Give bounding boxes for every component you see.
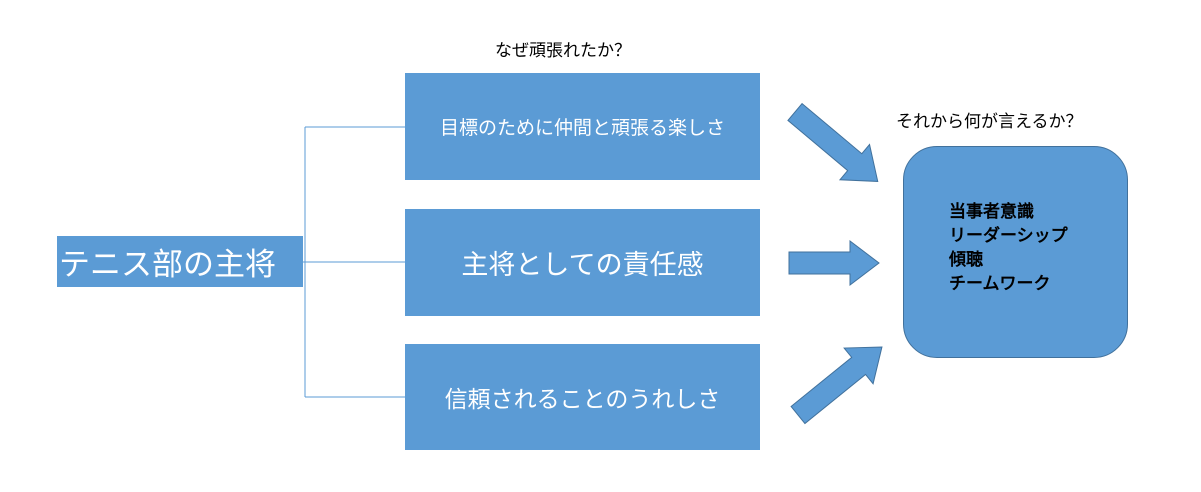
reason-node-label: 主将としての責任感: [461, 250, 704, 281]
result-item: リーダーシップ: [949, 226, 1068, 246]
result-item: 当事者意識: [949, 202, 1034, 222]
reason-node-2: 主将としての責任感: [405, 209, 760, 316]
result-node: 当事者意識 リーダーシップ 傾聴 チームワーク: [903, 146, 1128, 358]
result-item: チームワーク: [949, 274, 1051, 294]
reason-node-1: 目標のために仲間と頑張る楽しさ: [405, 73, 760, 180]
reason-node-label: 目標のために仲間と頑張る楽しさ: [439, 117, 725, 139]
question-what-label: それから何が言えるか？: [896, 112, 1083, 132]
result-item: 傾聴: [949, 250, 983, 270]
root-node: テニス部の主将: [57, 236, 303, 287]
reason-node-label: 信頼されることのうれしさ: [444, 387, 721, 413]
reason-node-3: 信頼されることのうれしさ: [405, 344, 760, 450]
root-node-label: テニス部の主将: [59, 247, 276, 283]
result-list: 当事者意識 リーダーシップ 傾聴 チームワーク: [949, 200, 1068, 296]
question-why-label: なぜ頑張れたか？: [495, 41, 631, 61]
arrow-right-middle: [788, 239, 880, 287]
arrow-diagonal-top: [787, 102, 879, 182]
arrow-diagonal-bottom: [790, 346, 883, 425]
